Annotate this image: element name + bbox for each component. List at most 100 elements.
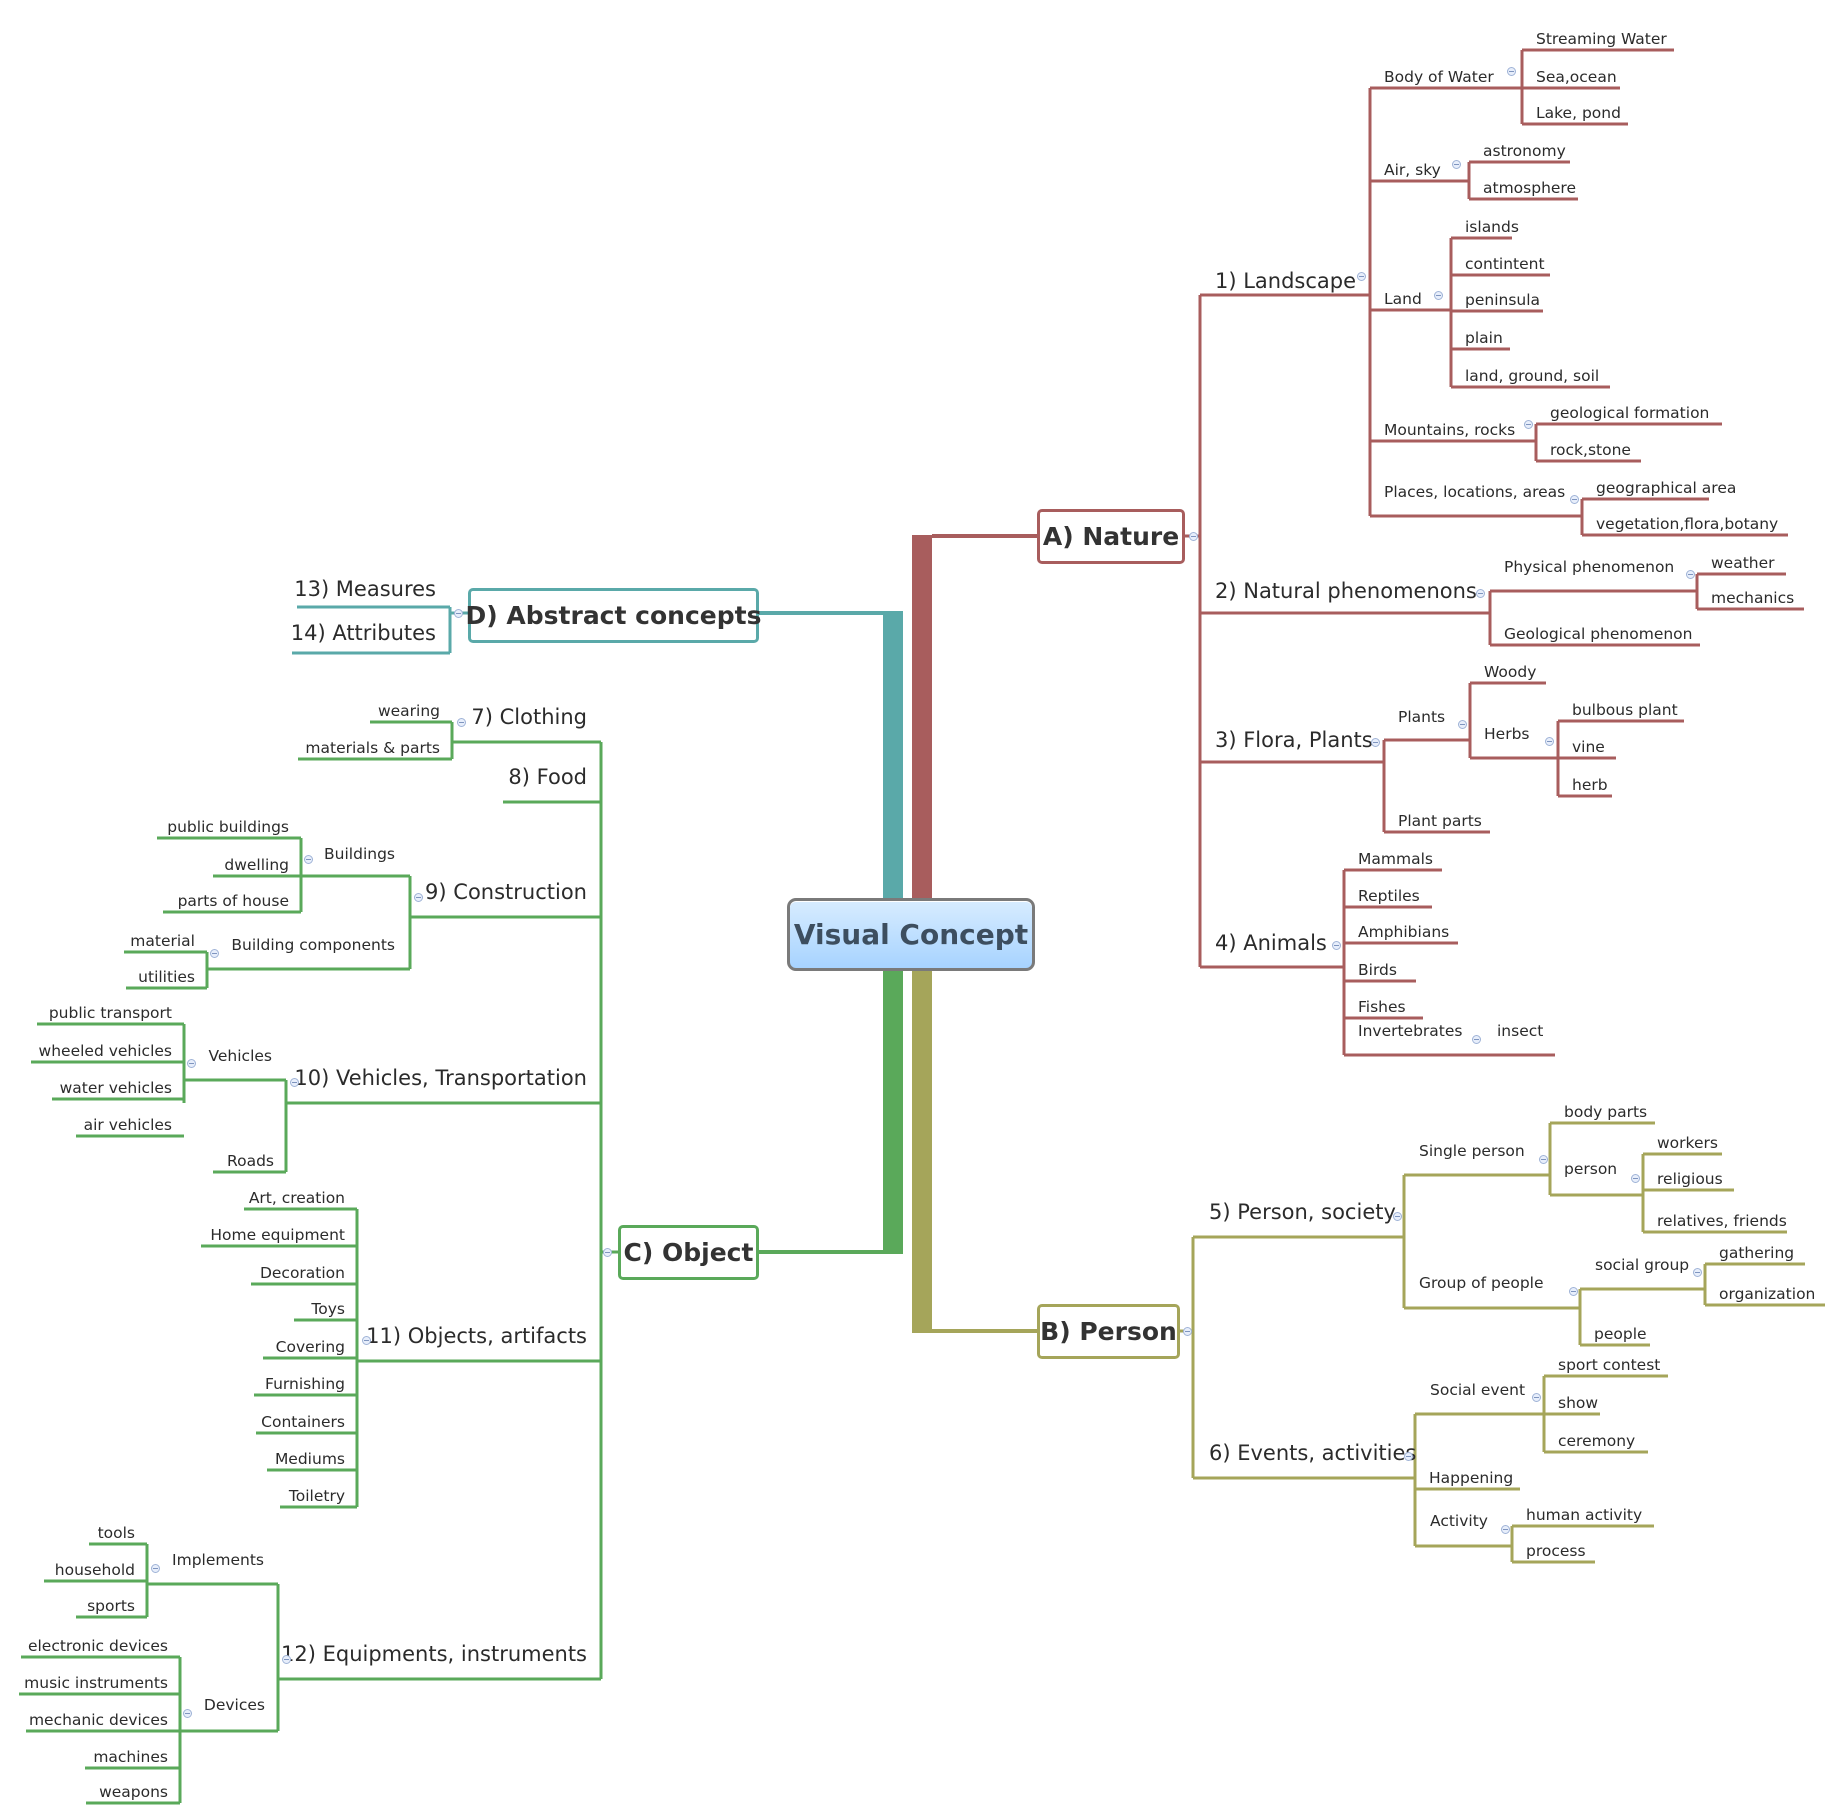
topic-decoration[interactable]: Decoration [259,1263,345,1282]
topic-machines[interactable]: machines [93,1747,168,1766]
collapse-toggle-icon[interactable] [281,1654,291,1664]
topic-places-locations-areas[interactable]: Places, locations, areas [1384,482,1566,501]
topic-sports[interactable]: sports [87,1596,135,1615]
branch-abstract-concepts[interactable]: D) Abstract concepts [466,588,761,643]
topic-workers[interactable]: workers [1657,1133,1718,1152]
collapse-toggle-icon[interactable] [1692,1267,1702,1277]
topic-vegetation-flora-botany[interactable]: vegetation,flora,botany [1596,514,1779,533]
collapse-toggle-icon[interactable] [1523,419,1533,429]
collapse-toggle-icon[interactable] [289,1077,299,1087]
collapse-toggle-icon[interactable] [453,608,463,618]
topic-covering[interactable]: Covering [275,1337,345,1356]
collapse-toggle-icon[interactable] [1544,736,1554,746]
topic-devices[interactable]: Devices [203,1695,265,1714]
topic-human-activity[interactable]: human activity [1526,1505,1643,1524]
collapse-toggle-icon[interactable] [182,1708,192,1718]
topic-herb[interactable]: herb [1572,775,1608,794]
collapse-toggle-icon[interactable] [1475,588,1485,598]
topic-mountains-rocks[interactable]: Mountains, rocks [1384,420,1516,439]
topic-music-instruments[interactable]: music instruments [24,1673,168,1692]
topic-religious[interactable]: religious [1657,1169,1723,1188]
collapse-toggle-icon[interactable] [1569,494,1579,504]
topic-building-components[interactable]: Building components [231,935,395,954]
collapse-toggle-icon[interactable] [456,717,466,727]
topic-happening[interactable]: Happening [1429,1468,1514,1487]
topic-body-of-water[interactable]: Body of Water [1384,67,1494,86]
topic-lake-pond[interactable]: Lake, pond [1536,103,1621,122]
topic-air-vehicles[interactable]: air vehicles [83,1115,172,1134]
topic-household[interactable]: household [54,1560,135,1579]
topic-weapons[interactable]: weapons [99,1782,168,1801]
topic-materials-parts[interactable]: materials & parts [305,738,440,757]
collapse-toggle-icon[interactable] [1451,159,1461,169]
collapse-toggle-icon[interactable] [1433,290,1443,300]
topic-implements[interactable]: Implements [172,1550,264,1569]
topic-toiletry[interactable]: Toiletry [288,1486,345,1505]
topic-14-attributes[interactable]: 14) Attributes [290,621,436,645]
collapse-toggle-icon[interactable] [209,948,219,958]
topic-dwelling[interactable]: dwelling [224,855,289,874]
topic-gathering[interactable]: gathering [1719,1243,1795,1262]
topic-bulbous-plant[interactable]: bulbous plant [1572,700,1678,719]
topic-herbs[interactable]: Herbs [1484,724,1530,743]
topic-wearing[interactable]: wearing [377,701,440,720]
topic-air-sky[interactable]: Air, sky [1384,160,1441,179]
topic-organization[interactable]: organization [1719,1284,1816,1303]
topic-fishes[interactable]: Fishes [1358,997,1406,1016]
topic-mediums[interactable]: Mediums [274,1449,345,1468]
collapse-toggle-icon[interactable] [413,892,423,902]
topic-1-landscape[interactable]: 1) Landscape [1215,269,1357,293]
topic-7-clothing[interactable]: 7) Clothing [471,705,587,729]
topic-contintent[interactable]: contintent [1465,254,1545,273]
topic-islands[interactable]: islands [1465,217,1519,236]
topic-11-objects-artifacts[interactable]: 11) Objects, artifacts [366,1324,587,1348]
branch-object[interactable]: C) Object [618,1225,759,1280]
branch-nature[interactable]: A) Nature [1037,509,1185,564]
topic-5-person-society[interactable]: 5) Person, society [1209,1200,1396,1224]
topic-amphibians[interactable]: Amphibians [1358,922,1450,941]
topic-show[interactable]: show [1558,1393,1599,1412]
collapse-toggle-icon[interactable] [1538,1154,1548,1164]
topic-process[interactable]: process [1526,1541,1586,1560]
collapse-toggle-icon[interactable] [1685,569,1695,579]
topic-insect[interactable]: insect [1497,1021,1544,1040]
topic-mammals[interactable]: Mammals [1358,849,1433,868]
topic-10-vehicles-transportation[interactable]: 10) Vehicles, Transportation [294,1066,587,1090]
topic-people[interactable]: people [1594,1324,1647,1343]
collapse-toggle-icon[interactable] [303,854,313,864]
topic-peninsula[interactable]: peninsula [1465,290,1541,309]
topic-vehicles[interactable]: Vehicles [208,1046,272,1065]
topic-wheeled-vehicles[interactable]: wheeled vehicles [38,1041,172,1060]
topic-buildings[interactable]: Buildings [324,844,395,863]
topic-plain[interactable]: plain [1465,328,1503,347]
topic-2-natural-phenomenons[interactable]: 2) Natural phenomenons [1215,579,1477,603]
topic-8-food[interactable]: 8) Food [508,765,587,789]
topic-9-construction[interactable]: 9) Construction [425,880,587,904]
topic-public-buildings[interactable]: public buildings [167,817,289,836]
collapse-toggle-icon[interactable] [1356,271,1366,281]
branch-person[interactable]: B) Person [1037,1304,1180,1359]
collapse-toggle-icon[interactable] [1392,1211,1402,1221]
topic-person[interactable]: person [1564,1159,1618,1178]
topic-toys[interactable]: Toys [311,1299,345,1318]
topic-plants[interactable]: Plants [1398,707,1446,726]
topic-home-equipment[interactable]: Home equipment [210,1225,345,1244]
topic-invertebrates[interactable]: Invertebrates [1358,1021,1463,1040]
topic-roads[interactable]: Roads [227,1151,274,1170]
collapse-toggle-icon[interactable] [1630,1173,1640,1183]
topic-rock-stone[interactable]: rock,stone [1550,440,1631,459]
collapse-toggle-icon[interactable] [1188,531,1198,541]
collapse-toggle-icon[interactable] [150,1563,160,1573]
topic-mechanic-devices[interactable]: mechanic devices [28,1710,168,1729]
topic-parts-of-house[interactable]: parts of house [177,891,289,910]
topic-atmosphere[interactable]: atmosphere [1483,178,1576,197]
topic-13-measures[interactable]: 13) Measures [294,577,436,601]
topic-streaming-water[interactable]: Streaming Water [1536,29,1667,48]
topic-material[interactable]: material [130,931,195,950]
topic-land[interactable]: Land [1384,289,1422,308]
topic-12-equipments-instruments[interactable]: 12) Equipments, instruments [281,1642,587,1666]
topic-social-event[interactable]: Social event [1430,1380,1526,1399]
topic-sea-ocean[interactable]: Sea,ocean [1536,67,1617,86]
topic-tools[interactable]: tools [97,1523,135,1542]
topic-6-events-activities[interactable]: 6) Events, activities [1209,1441,1417,1465]
